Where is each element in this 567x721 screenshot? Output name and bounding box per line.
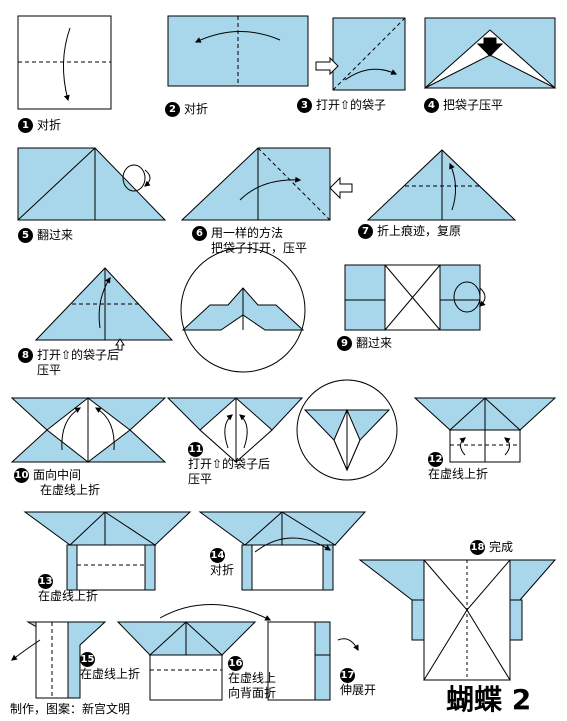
step1-figure [17,15,112,110]
step-13-number: 13 [38,574,53,589]
step-5-number: 5 [18,228,33,243]
step-8-label: 8 打开⇧的袋子后压平 [18,348,119,378]
step-6-label: 6 用一样的方法把袋子打开，压平 [192,226,307,256]
step-10-text-2: 在虚线上折 [40,483,101,497]
step-2-text: 对折 [184,102,209,116]
step-4-label: 4 把袋子压平 [424,98,503,113]
step9-figure [344,264,486,331]
step11-figure [166,397,304,463]
step-12-text: 在虚线上折 [428,467,489,481]
step12-figure [413,397,557,463]
step-8-number: 8 [18,348,33,363]
step-14-number: 14 [210,548,225,563]
step-6-number: 6 [192,226,207,241]
step-16-number: 16 [228,656,243,671]
step-15-number: 15 [80,652,95,667]
step-8-text-1: 打开⇧的袋子后 [37,348,120,362]
step-14-text: 对折 [210,563,235,577]
step-11-text-2: 压平 [188,472,213,486]
step-4-text: 把袋子压平 [443,98,504,112]
step-6-text-2: 把袋子打开，压平 [211,241,308,255]
credit-text: 制作，图案：新宫文明 [10,702,131,716]
step-10-number: 10 [14,468,29,483]
step-11-number: 11 [188,442,203,457]
step4-figure [423,17,557,89]
detail-circle-2 [296,379,398,481]
step-10-text-1: 面向中间 [33,468,82,482]
page-title: 蝴蝶 2 [446,683,532,716]
step-18-label: 18 完成 [470,540,513,555]
step-18-text: 完成 [489,540,514,554]
step-3-text: 打开⇧的袋子 [316,98,387,112]
step-2-number: 2 [165,102,180,117]
step-16-text-2: 向背面折 [228,686,277,700]
step-7-number: 7 [358,224,373,239]
step-7-label: 7 折上痕迹，复原 [358,224,461,239]
step-7-text: 折上痕迹，复原 [377,224,462,238]
step-9-text: 翻过来 [356,336,393,350]
step-8-text-2: 压平 [37,363,62,377]
detail-circle-1 [180,247,306,373]
step-3-number: 3 [297,98,312,113]
step-2-label: 2 对折 [165,102,208,117]
step-10-label: 10 面向中间在虚线上折 [14,468,100,498]
step-12-number: 12 [428,452,443,467]
step-5-text: 翻过来 [37,228,74,242]
step-9-label: 9 翻过来 [337,336,392,351]
step-16-text-1: 在虚线上 [228,671,277,685]
step-4-number: 4 [424,98,439,113]
step-5-label: 5 翻过来 [18,228,73,243]
step-11-text-1: 打开⇧的袋子后 [188,457,271,471]
step6-figure [180,147,353,221]
step-17-text: 伸展开 [340,683,377,697]
step5-figure [17,147,167,221]
step-1-label: 1 对折 [18,118,61,133]
step-3-label: 3 打开⇧的袋子 [297,98,386,113]
step17-figure [266,621,359,701]
step-1-text: 对折 [37,118,62,132]
step-6-text-1: 用一样的方法 [211,226,284,240]
step2-figure [167,15,309,87]
step8-figure [34,267,174,351]
step-1-number: 1 [18,118,33,133]
step-17-number: 17 [340,668,355,683]
step-13-text: 在虚线上折 [38,589,99,603]
step3-figure [315,17,406,91]
step-18-number: 18 [470,540,485,555]
step15-figure [11,621,107,699]
step16-figure [116,604,272,701]
step14-figure [198,511,367,591]
step10-figure [10,397,167,463]
step18-figure [358,559,557,681]
step-9-number: 9 [337,336,352,351]
step-15-text: 在虚线上折 [80,667,141,681]
step7-figure [366,149,517,221]
step13-figure [23,511,192,591]
